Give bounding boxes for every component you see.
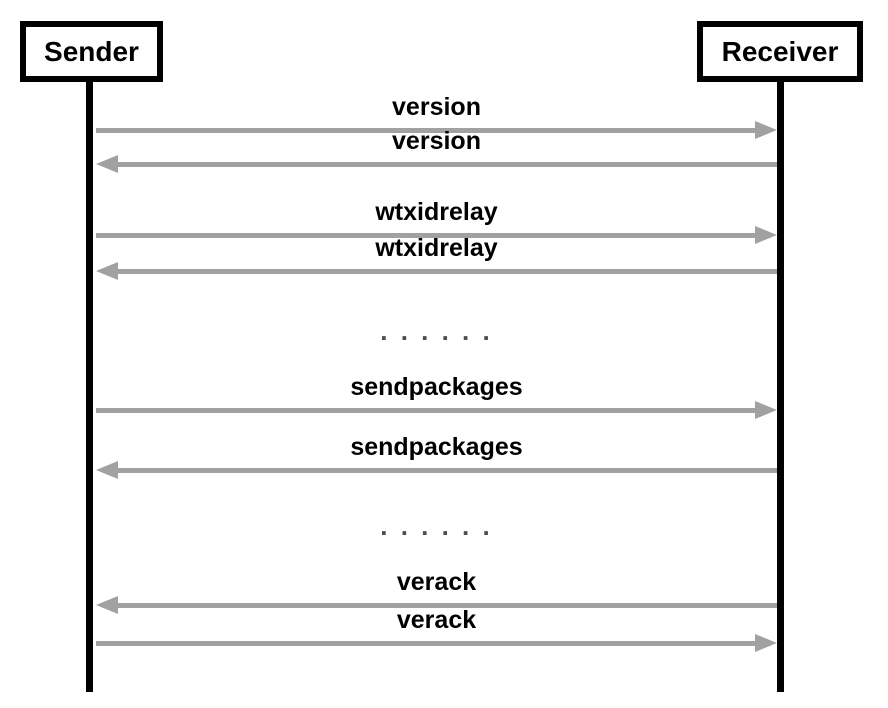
arrow-right-icon	[96, 634, 777, 653]
arrow-right-icon	[96, 226, 777, 245]
arrow-head	[96, 155, 118, 173]
arrow-head	[96, 262, 118, 280]
message-wtxidrelay-right: wtxidrelay	[96, 199, 777, 245]
arrow-left-icon	[96, 461, 777, 480]
arrow-head	[96, 461, 118, 479]
arrow-head	[755, 401, 777, 419]
message-sendpackages-left: sendpackages	[96, 434, 777, 480]
message-label: sendpackages	[350, 433, 523, 461]
arrow-line	[96, 233, 758, 238]
message-label: version	[392, 127, 481, 155]
arrow-line	[115, 162, 777, 167]
message-verack-right: verack	[96, 607, 777, 653]
actor-label-receiver: Receiver	[721, 35, 839, 67]
arrow-right-icon	[96, 401, 777, 420]
arrow-head	[755, 226, 777, 244]
arrow-left-icon	[96, 155, 777, 174]
message-label: version	[392, 93, 481, 121]
arrow-line	[96, 641, 758, 646]
arrow-line	[96, 408, 758, 413]
message-verack-left: verack	[96, 569, 777, 615]
arrow-left-icon	[96, 596, 777, 615]
arrow-left-icon	[96, 262, 777, 281]
actor-label-sender: Sender	[44, 35, 139, 67]
message-wtxidrelay-left: wtxidrelay	[96, 235, 777, 281]
message-version-right: version	[96, 94, 777, 140]
message-sendpackages-right: sendpackages	[96, 374, 777, 420]
message-version-left: version	[96, 128, 777, 174]
message-label: wtxidrelay	[375, 234, 498, 262]
arrow-line	[115, 603, 777, 608]
receiver-lifeline	[777, 82, 784, 692]
arrow-head	[755, 121, 777, 139]
actor-box-sender: Sender	[20, 21, 163, 82]
message-label: verack	[396, 606, 477, 634]
message-label: verack	[396, 568, 477, 596]
arrow-right-icon	[96, 121, 777, 140]
arrow-line	[96, 128, 758, 133]
message-label: sendpackages	[350, 373, 523, 401]
sender-lifeline	[86, 82, 93, 692]
arrow-line	[115, 468, 777, 473]
arrow-line	[115, 269, 777, 274]
arrow-head	[96, 596, 118, 614]
arrow-head	[755, 634, 777, 652]
actor-box-receiver: Receiver	[697, 21, 863, 82]
ellipsis: . . . . . .	[380, 316, 493, 346]
message-label: wtxidrelay	[375, 198, 498, 226]
ellipsis: . . . . . .	[380, 511, 493, 541]
